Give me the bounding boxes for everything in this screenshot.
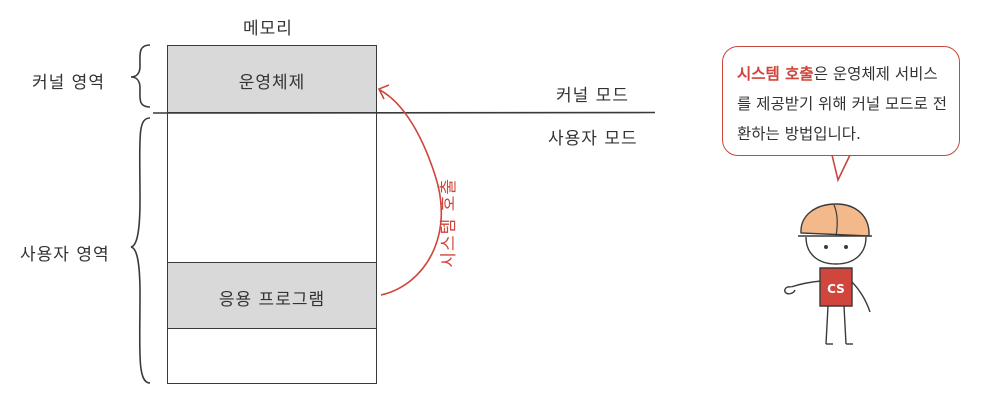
app-block: 응용 프로그램 <box>168 262 376 329</box>
bubble-text: 시스템 호출은 운영체제 서비스를 제공받기 위해 커널 모드로 전환하는 방법… <box>737 59 949 149</box>
user-area-label: 사용자 영역 <box>20 245 110 265</box>
kernel-area-label: 커널 영역 <box>32 73 105 93</box>
kernel-brace <box>130 44 151 108</box>
character: CS <box>784 203 872 345</box>
system-call-arrowhead <box>377 84 390 100</box>
speech-bubble: 시스템 호출은 운영체제 서비스를 제공받기 위해 커널 모드로 전환하는 방법… <box>722 46 960 156</box>
user-brace <box>130 117 151 384</box>
face <box>805 236 867 265</box>
bubble-body: 은 운영체제 서비스를 제공받기 위해 커널 모드로 전환하는 방법입니다. <box>737 65 948 143</box>
memory-title: 메모리 <box>243 19 293 39</box>
kernel-mode-label: 커널 모드 <box>556 86 629 106</box>
kernel-block-label: 운영체제 <box>238 73 306 93</box>
bubble-highlight: 시스템 호출 <box>737 65 814 83</box>
user-mode-label: 사용자 모드 <box>548 129 638 149</box>
helmet-icon <box>800 203 870 237</box>
system-call-arrow <box>379 89 443 296</box>
shirt-text: CS <box>827 282 845 296</box>
app-block-label: 응용 프로그램 <box>218 290 326 310</box>
bubble-tail <box>831 154 851 183</box>
shirt <box>819 267 853 307</box>
